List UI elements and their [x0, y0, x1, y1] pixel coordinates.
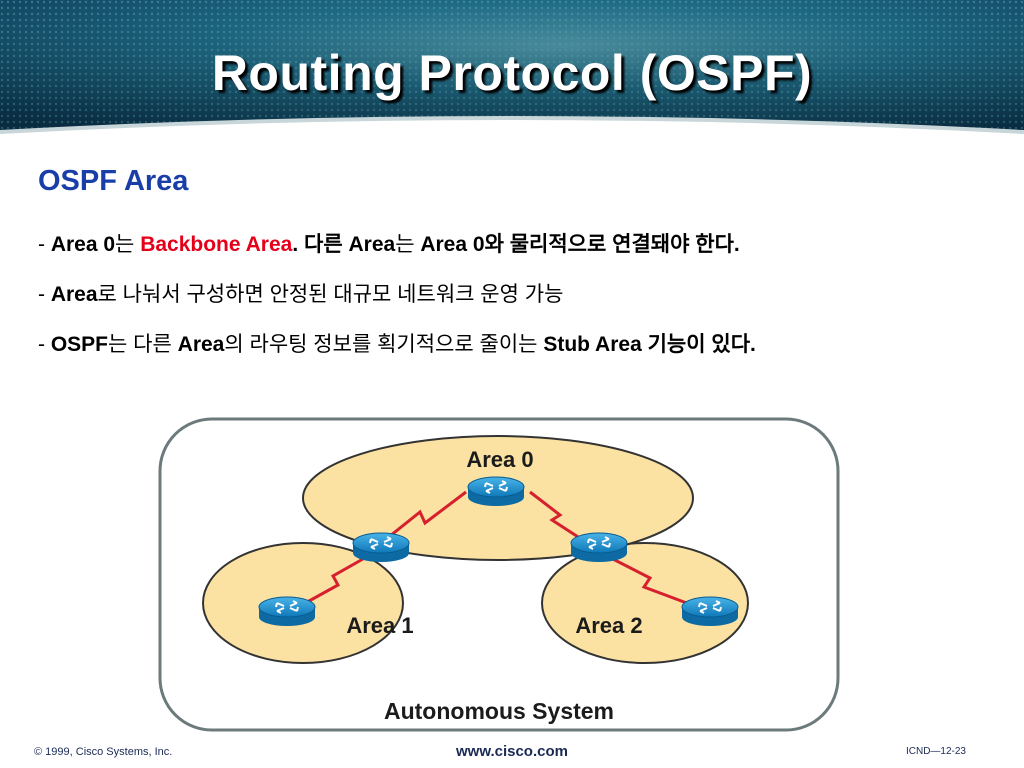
header-banner — [0, 0, 1024, 150]
bullet-bold: Area 0 — [50, 233, 116, 256]
autonomous-system-boundary — [158, 417, 840, 732]
area-1-label: Area 1 — [346, 613, 413, 638]
bullet-bold: Stub Area — [543, 333, 642, 356]
area-2-label: Area 2 — [575, 613, 642, 638]
bullet-bold: . 다른 — [292, 233, 349, 256]
bullet-item-3: - OSPF는 다른 Area의 라우팅 정보를 획기적으로 줄이는 Stub … — [38, 325, 1013, 375]
bullet-list: - Area 0는 Backbone Area. 다른 Area는 Area 0… — [38, 225, 1013, 375]
bullet-text: 로 나눠서 구성하면 안정된 대규모 네트워크 운영 가능 — [97, 283, 564, 306]
autonomous-system-label: Autonomous System — [384, 698, 614, 724]
bullet-bold: Area — [177, 333, 225, 356]
bullet-bold: Area — [50, 283, 98, 306]
bullet-highlight: Backbone Area — [140, 233, 293, 256]
serial-link-icon — [604, 553, 701, 610]
area-0-label: Area 0 — [466, 447, 533, 472]
router-icon — [570, 532, 628, 563]
bullet-dash: - — [38, 333, 51, 356]
bullet-dash: - — [38, 283, 51, 306]
header-texture — [0, 0, 1024, 134]
router-icon — [258, 596, 316, 627]
footer-url[interactable]: www.cisco.com — [456, 743, 568, 760]
bullet-text: 는 다른 — [108, 333, 178, 356]
bullet-bold: 와 물리적으로 연결돼야 한다. — [484, 233, 740, 256]
bullet-text: 의 라우팅 정보를 획기적으로 줄이는 — [224, 333, 544, 356]
bullet-dash: - — [38, 233, 51, 256]
area-2-ellipse — [541, 542, 749, 664]
slide-title: Routing Protocol (OSPF) — [211, 45, 813, 101]
router-icon — [352, 532, 410, 563]
serial-link-icon — [529, 490, 593, 548]
bullet-bold: Area — [348, 233, 396, 256]
bullet-item-2: - Area로 나눠서 구성하면 안정된 대규모 네트워크 운영 가능 — [38, 275, 1013, 325]
bullet-bold: OSPF — [50, 333, 109, 356]
footer-copyright: © 1999, Cisco Systems, Inc. — [34, 746, 173, 758]
section-title: OSPF Area — [38, 165, 189, 197]
serial-link-icon — [379, 490, 467, 546]
footer-page-number: ICND—12-23 — [905, 746, 966, 757]
bullet-text: 는 — [115, 233, 141, 256]
bullet-bold: Area 0 — [420, 233, 485, 256]
router-icon — [467, 476, 525, 507]
bullet-bold: 기능이 있다. — [641, 333, 756, 356]
bullet-item-1: - Area 0는 Backbone Area. 다른 Area는 Area 0… — [38, 225, 1013, 275]
router-icon — [681, 596, 739, 627]
serial-link-icon — [299, 553, 371, 608]
bullet-text: 는 — [395, 233, 421, 256]
